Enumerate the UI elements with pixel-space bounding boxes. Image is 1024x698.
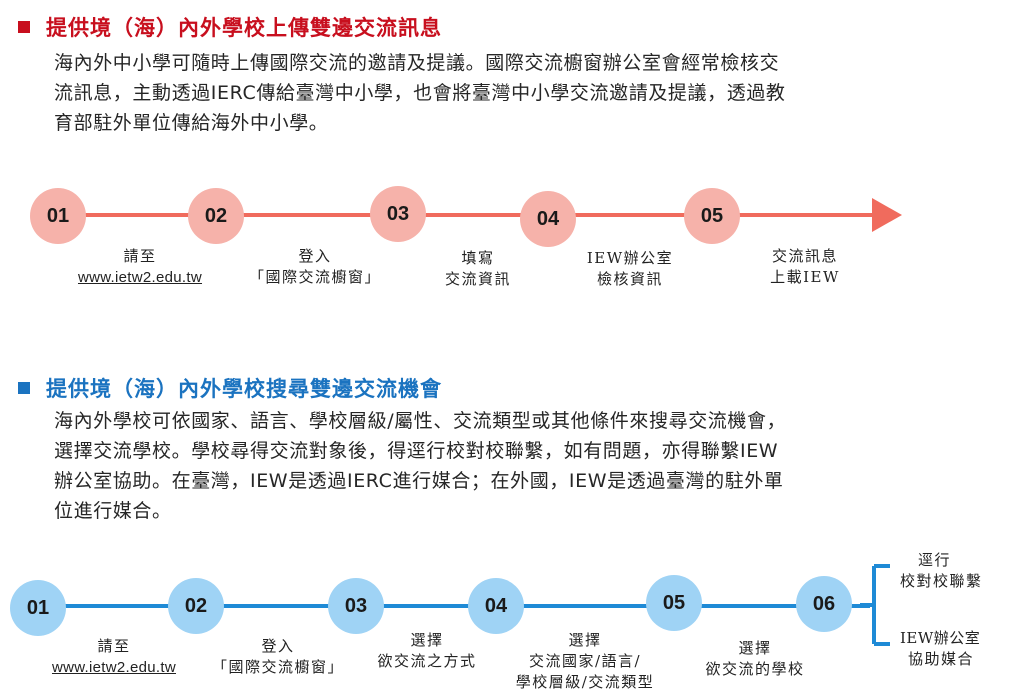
section2-title: 提供境（海）內外學校搜尋雙邊交流機會 — [46, 377, 442, 401]
step5-label: 交流訊息 上載IEW — [770, 247, 840, 286]
step2-label: 登入 「國際交流櫥窗」 — [248, 247, 381, 286]
paragraph-line: 選擇交流學校。學校尋得交流對象後，得逕行校對校聯繫，如有問題，亦得聯繫IEW — [54, 440, 779, 462]
branch-bracket-icon — [860, 564, 890, 646]
section2-paragraph: 海內外學校可依國家、語言、學校層級/屬性、交流類型或其他條件來搜尋交流機會， 選… — [54, 406, 904, 526]
paragraph-line: 育部駐外單位傳給海外中小學。 — [54, 112, 329, 134]
paragraph-line: 海內外中小學可隨時上傳國際交流的邀請及提議。國際交流櫥窗辦公室會經常檢核交 — [54, 52, 780, 74]
step4-label: 選擇 交流國家/語言/ 學校層級/交流類型 — [515, 631, 655, 691]
step3-circle: 03 — [328, 578, 384, 634]
paragraph-line: 流訊息，主動透過IERC傳給臺灣中小學，也會將臺灣中小學交流邀請及提議，透過教 — [54, 82, 786, 104]
step4-label: IEW辦公室 檢核資訊 — [586, 249, 674, 288]
step1-label: 請至 www.ietw2.edu.tw — [55, 246, 225, 288]
step4-circle: 04 — [468, 578, 524, 634]
step6-circle: 06 — [796, 576, 852, 632]
section1-paragraph: 海內外中小學可隨時上傳國際交流的邀請及提議。國際交流櫥窗辦公室會經常檢核交 流訊… — [54, 48, 904, 138]
step5-circle: 05 — [646, 575, 702, 631]
paragraph-line: 辦公室協助。在臺灣，IEW是透過IERC進行媒合；在外國，IEW是透過臺灣的駐外… — [54, 470, 784, 492]
step2-circle: 02 — [188, 188, 244, 244]
section1-heading: 提供境（海）內外學校上傳雙邊交流訊息 — [18, 12, 442, 42]
square-bullet-icon — [18, 382, 30, 394]
outcome-matching-label: IEW辦公室 協助媒合 — [900, 629, 981, 668]
ietw-link[interactable]: www.ietw2.edu.tw — [77, 269, 203, 286]
step3-circle: 03 — [370, 186, 426, 242]
ietw-link[interactable]: www.ietw2.edu.tw — [51, 659, 177, 676]
section2-heading: 提供境（海）內外學校搜尋雙邊交流機會 — [18, 373, 442, 403]
step3-label: 選擇 欲交流之方式 — [377, 631, 477, 670]
step1-circle: 01 — [10, 580, 66, 636]
timeline2-line — [40, 604, 870, 608]
step5-label: 選擇 欲交流的學校 — [705, 639, 805, 678]
step1-label: 請至 www.ietw2.edu.tw — [34, 636, 194, 678]
outcome-contact-label: 逕行 校對校聯繫 — [900, 551, 983, 590]
arrow-right-icon — [872, 198, 902, 232]
timeline1-line — [58, 213, 873, 217]
step1-circle: 01 — [30, 188, 86, 244]
paragraph-line: 位進行媒合。 — [54, 500, 172, 522]
square-bullet-icon — [18, 21, 30, 33]
step2-label: 登入 「國際交流櫥窗」 — [211, 637, 344, 676]
step3-label: 填寫 交流資訊 — [444, 249, 511, 288]
paragraph-line: 海內外學校可依國家、語言、學校層級/屬性、交流類型或其他條件來搜尋交流機會， — [54, 410, 787, 432]
step2-circle: 02 — [168, 578, 224, 634]
section1-title: 提供境（海）內外學校上傳雙邊交流訊息 — [46, 16, 442, 40]
step4-circle: 04 — [520, 191, 576, 247]
step5-circle: 05 — [684, 188, 740, 244]
